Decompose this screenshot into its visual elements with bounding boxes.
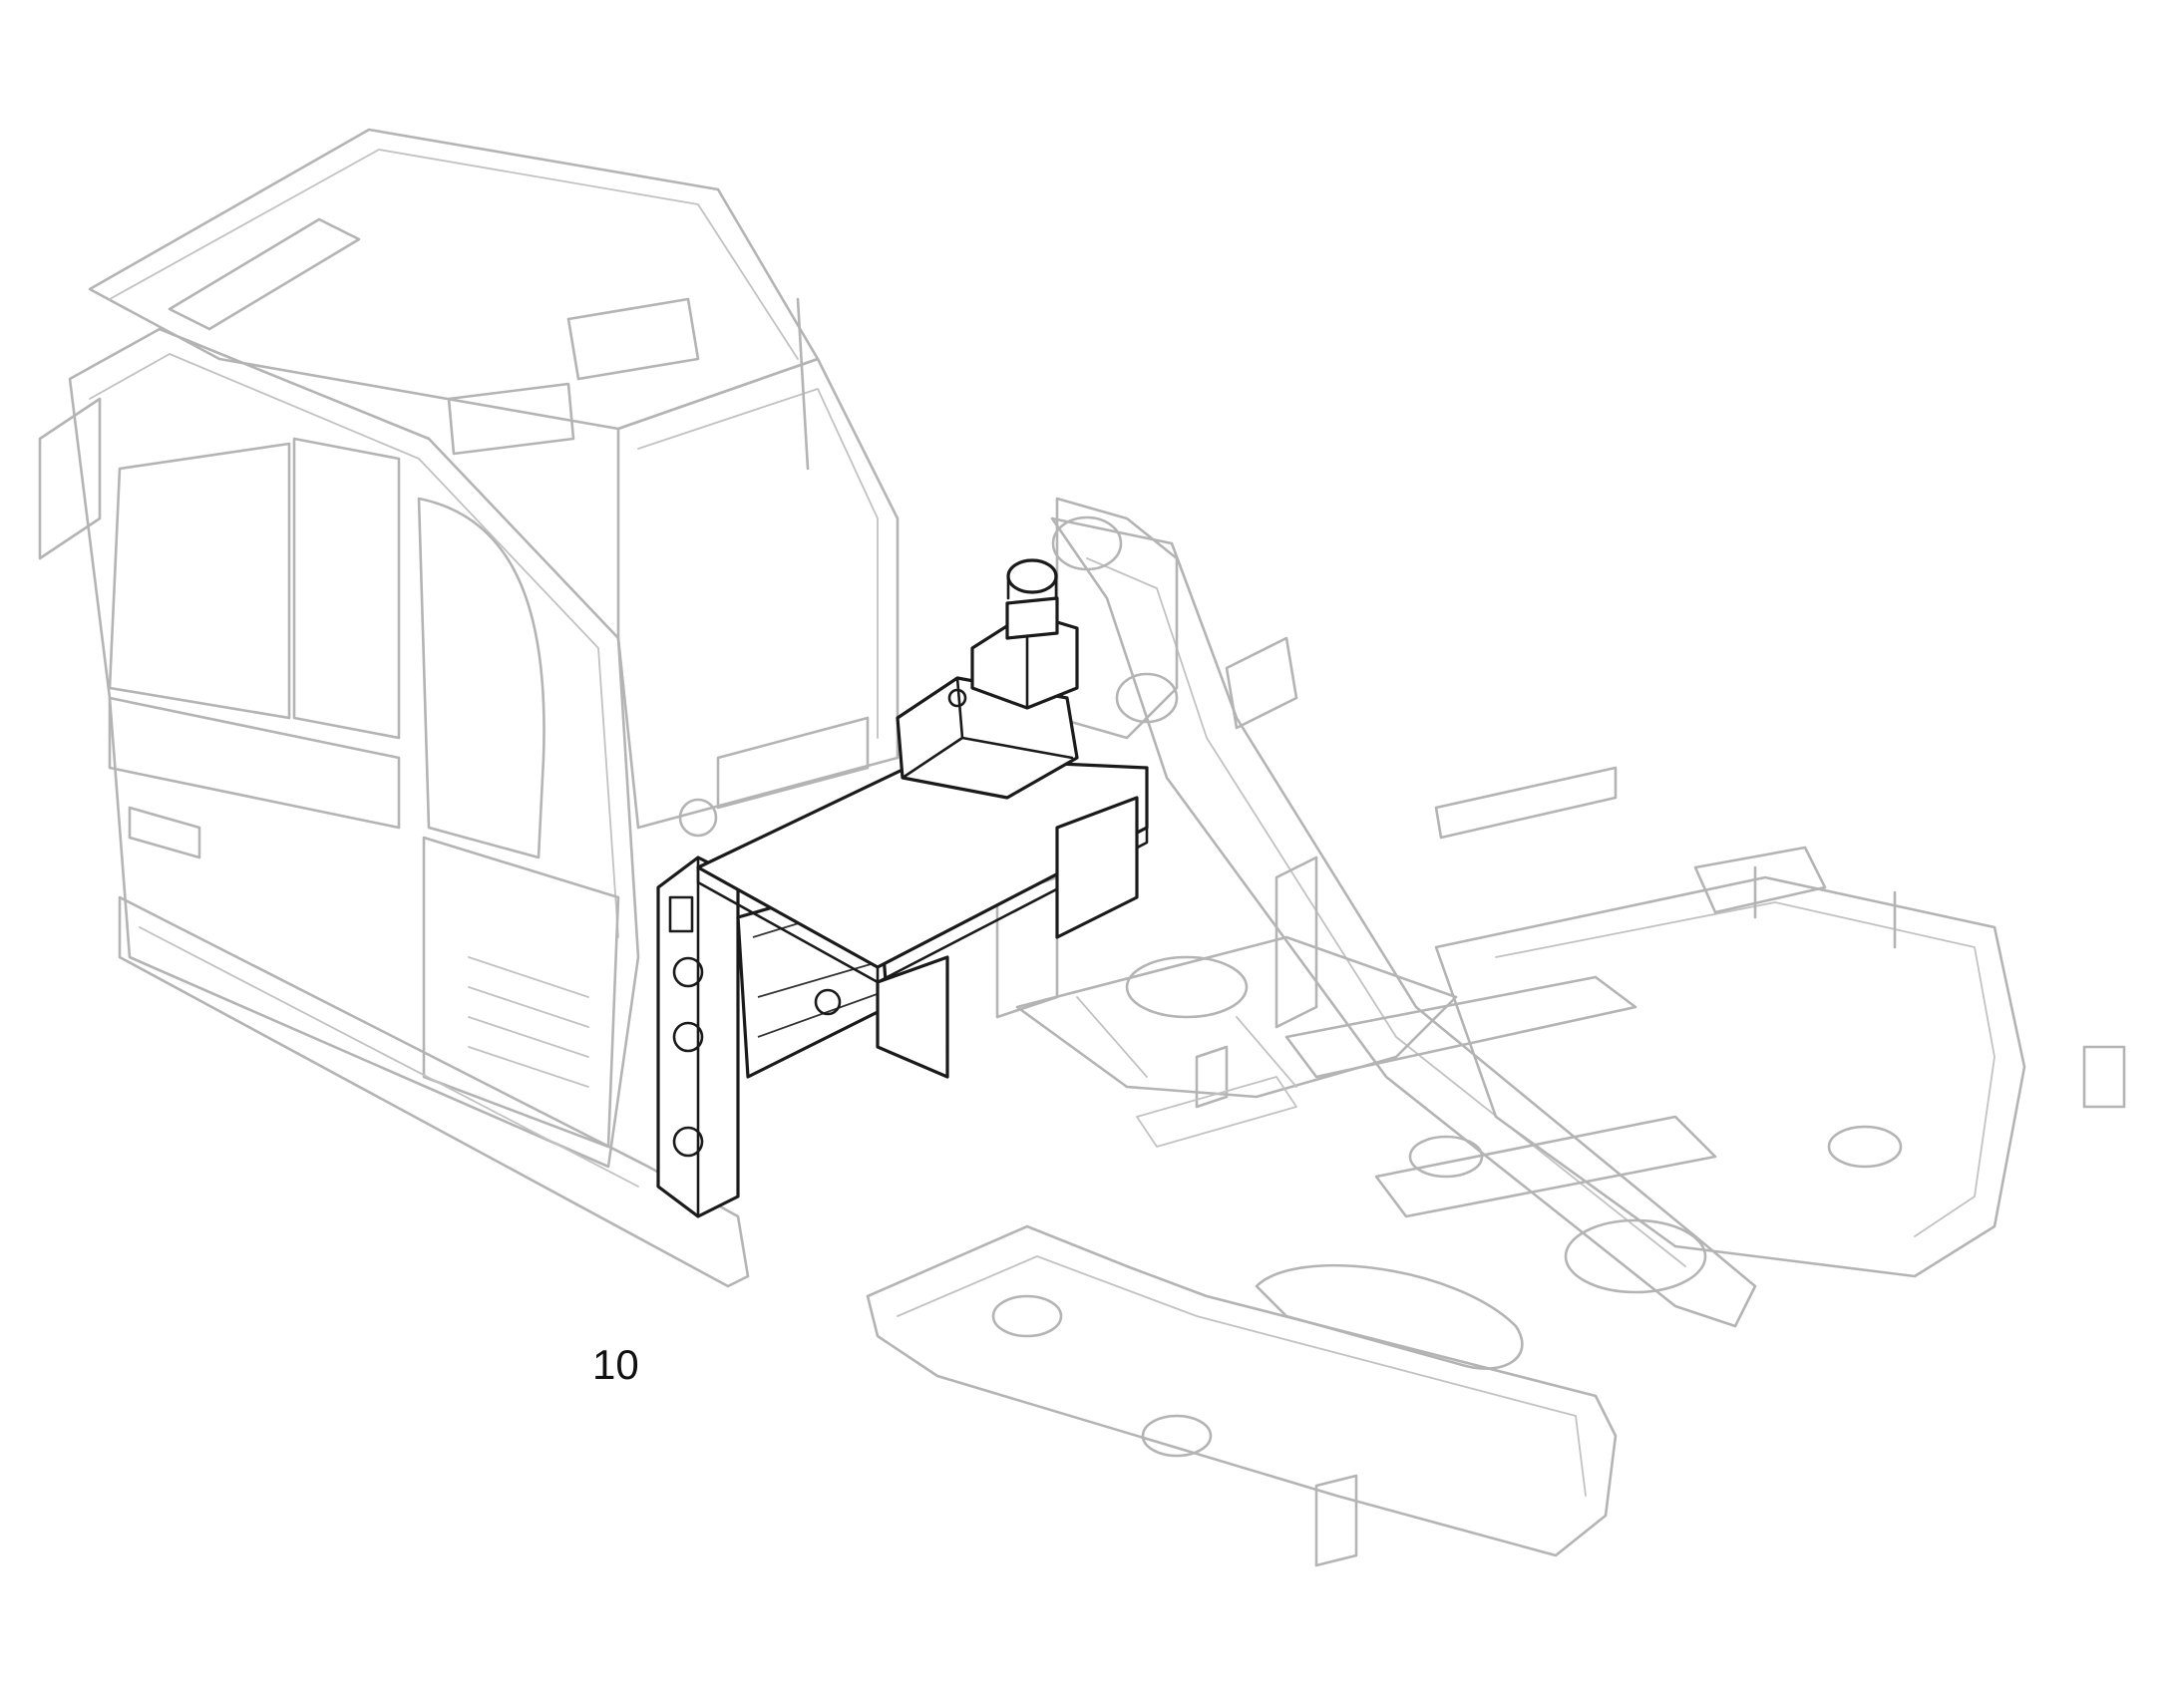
- highlighted-console-assembly: [656, 558, 1149, 1218]
- callout-number: 10: [592, 1341, 639, 1388]
- operator-cab-ghost: [38, 128, 900, 1288]
- upper-frame-ghost: [866, 497, 2126, 1567]
